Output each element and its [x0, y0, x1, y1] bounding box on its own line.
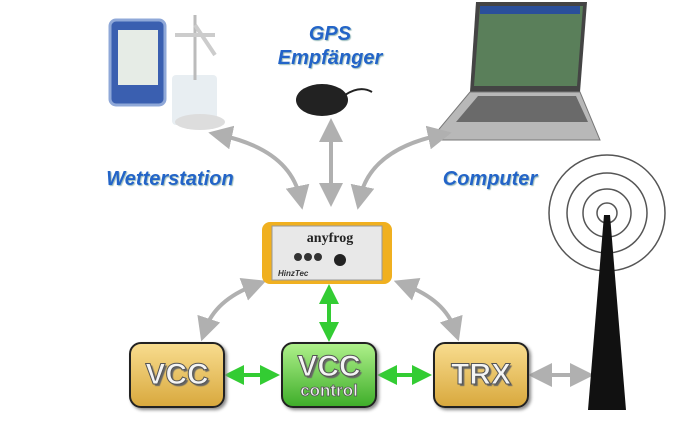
- anyfrog-device-image: [262, 222, 392, 284]
- gps-label-line1: GPS: [308, 23, 352, 45]
- weather-station-image: [108, 15, 225, 130]
- gps-label-line2: Empfänger: [277, 47, 383, 69]
- computer-image: [428, 2, 601, 141]
- vcc-control-label-bottom: control: [300, 380, 358, 400]
- gps-receiver-image: [296, 84, 348, 116]
- vcc-box: VCC: [129, 342, 225, 408]
- device-maker: HinzTec: [278, 269, 309, 278]
- vcc-control-label-top: VCC: [297, 349, 361, 383]
- antenna-tower-icon: [548, 154, 666, 410]
- trx-box: TRX: [433, 342, 529, 408]
- trx-label: TRX: [451, 358, 512, 391]
- weather-station-label: Wetterstation: [106, 168, 234, 190]
- device-brand: anyfrog: [307, 231, 353, 246]
- computer-label: Computer: [442, 168, 538, 190]
- vcc-label: VCC: [145, 358, 209, 391]
